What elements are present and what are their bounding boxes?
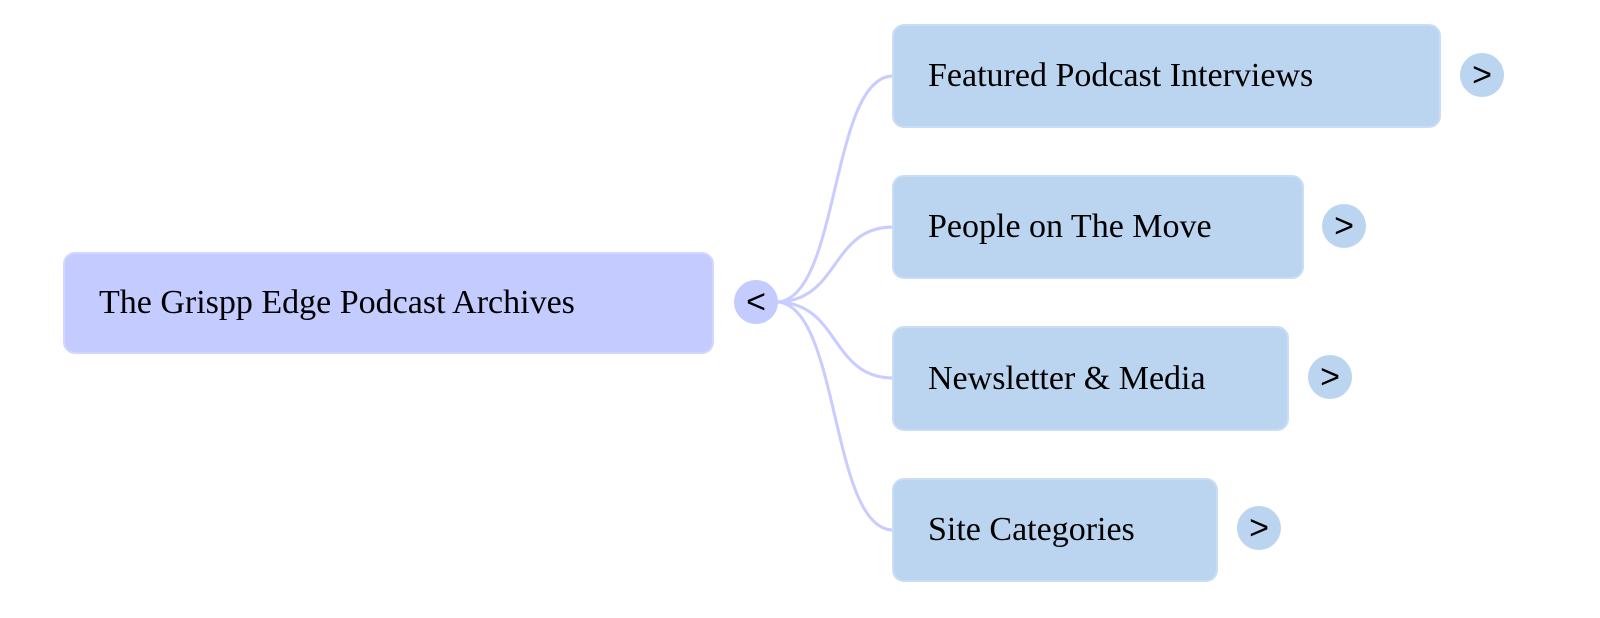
child-node-label: Site Categories — [928, 511, 1135, 548]
collapse-toggle-button[interactable]: < — [734, 280, 778, 324]
child-node-site-categories[interactable]: Site Categories — [892, 478, 1218, 582]
expand-toggle-button[interactable]: > — [1322, 204, 1366, 248]
expand-toggle-button[interactable]: > — [1460, 53, 1504, 97]
expand-toggle-button[interactable]: > — [1308, 355, 1352, 399]
chevron-right-icon: > — [1249, 509, 1269, 547]
child-node-people-on-the-move[interactable]: People on The Move — [892, 175, 1304, 279]
connector-line — [775, 300, 894, 380]
chevron-left-icon: < — [746, 283, 766, 321]
chevron-right-icon: > — [1472, 56, 1492, 94]
child-node-label: People on The Move — [928, 208, 1212, 245]
child-node-newsletter-media[interactable]: Newsletter & Media — [892, 326, 1289, 431]
root-node[interactable]: The Grispp Edge Podcast Archives — [63, 252, 714, 354]
chevron-right-icon: > — [1320, 358, 1340, 396]
connector-line — [775, 225, 894, 304]
expand-toggle-button[interactable]: > — [1237, 506, 1281, 550]
child-node-featured-podcast-interviews[interactable]: Featured Podcast Interviews — [892, 24, 1441, 128]
child-node-label: Newsletter & Media — [928, 359, 1206, 397]
root-node-label: The Grispp Edge Podcast Archives — [99, 284, 575, 321]
connector-line — [775, 300, 894, 532]
chevron-right-icon: > — [1334, 207, 1354, 245]
connector-line — [775, 74, 894, 304]
child-node-label: Featured Podcast Interviews — [928, 57, 1314, 94]
